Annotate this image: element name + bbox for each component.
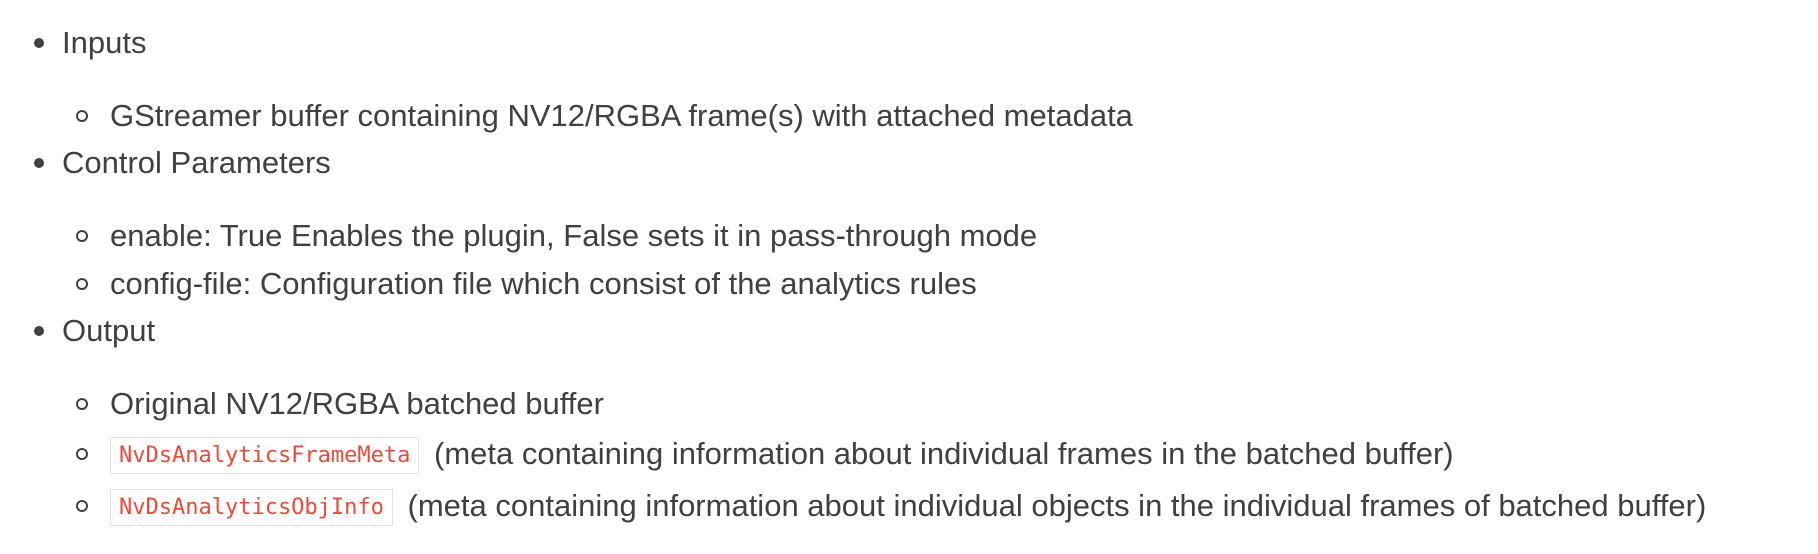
code-literal: NvDsAnalyticsObjInfo — [110, 489, 393, 526]
control-parameters-sublist: enable: True Enables the plugin, False s… — [62, 186, 1818, 308]
item-text: Original NV12/RGBA batched buffer — [110, 386, 604, 421]
circle-bullet-icon — [76, 398, 88, 410]
list-item-inputs: Inputs GStreamer buffer containing NV12/… — [34, 20, 1818, 140]
disc-bullet-icon — [34, 38, 44, 48]
circle-bullet-icon — [76, 230, 88, 242]
item-text: (meta containing information about indiv… — [407, 488, 1707, 523]
section-label: Control Parameters — [62, 145, 331, 180]
circle-bullet-icon — [76, 500, 88, 512]
inputs-sublist: GStreamer buffer containing NV12/RGBA fr… — [62, 66, 1818, 140]
plugin-io-list: Inputs GStreamer buffer containing NV12/… — [0, 20, 1818, 532]
list-item: GStreamer buffer containing NV12/RGBA fr… — [76, 92, 1818, 140]
item-text: enable: True Enables the plugin, False s… — [110, 218, 1038, 253]
item-text: config-file: Configuration file which co… — [110, 266, 977, 301]
list-item: enable: True Enables the plugin, False s… — [76, 212, 1818, 260]
list-item: config-file: Configuration file which co… — [76, 260, 1818, 308]
list-item: NvDsAnalyticsObjInfo (meta containing in… — [76, 480, 1818, 532]
circle-bullet-icon — [76, 448, 88, 460]
section-label: Output — [62, 313, 156, 348]
item-text: (meta containing information about indiv… — [434, 436, 1454, 471]
circle-bullet-icon — [76, 278, 88, 290]
list-item-output: Output Original NV12/RGBA batched buffer… — [34, 308, 1818, 532]
list-item: NvDsAnalyticsFrameMeta (meta containing … — [76, 428, 1818, 480]
list-item-control-parameters: Control Parameters enable: True Enables … — [34, 140, 1818, 308]
output-sublist: Original NV12/RGBA batched buffer NvDsAn… — [62, 354, 1818, 532]
section-label: Inputs — [62, 25, 147, 60]
disc-bullet-icon — [34, 158, 44, 168]
item-text: GStreamer buffer containing NV12/RGBA fr… — [110, 98, 1133, 133]
disc-bullet-icon — [34, 326, 44, 336]
list-item: Original NV12/RGBA batched buffer — [76, 380, 1818, 428]
code-literal: NvDsAnalyticsFrameMeta — [110, 437, 420, 474]
circle-bullet-icon — [76, 110, 88, 122]
